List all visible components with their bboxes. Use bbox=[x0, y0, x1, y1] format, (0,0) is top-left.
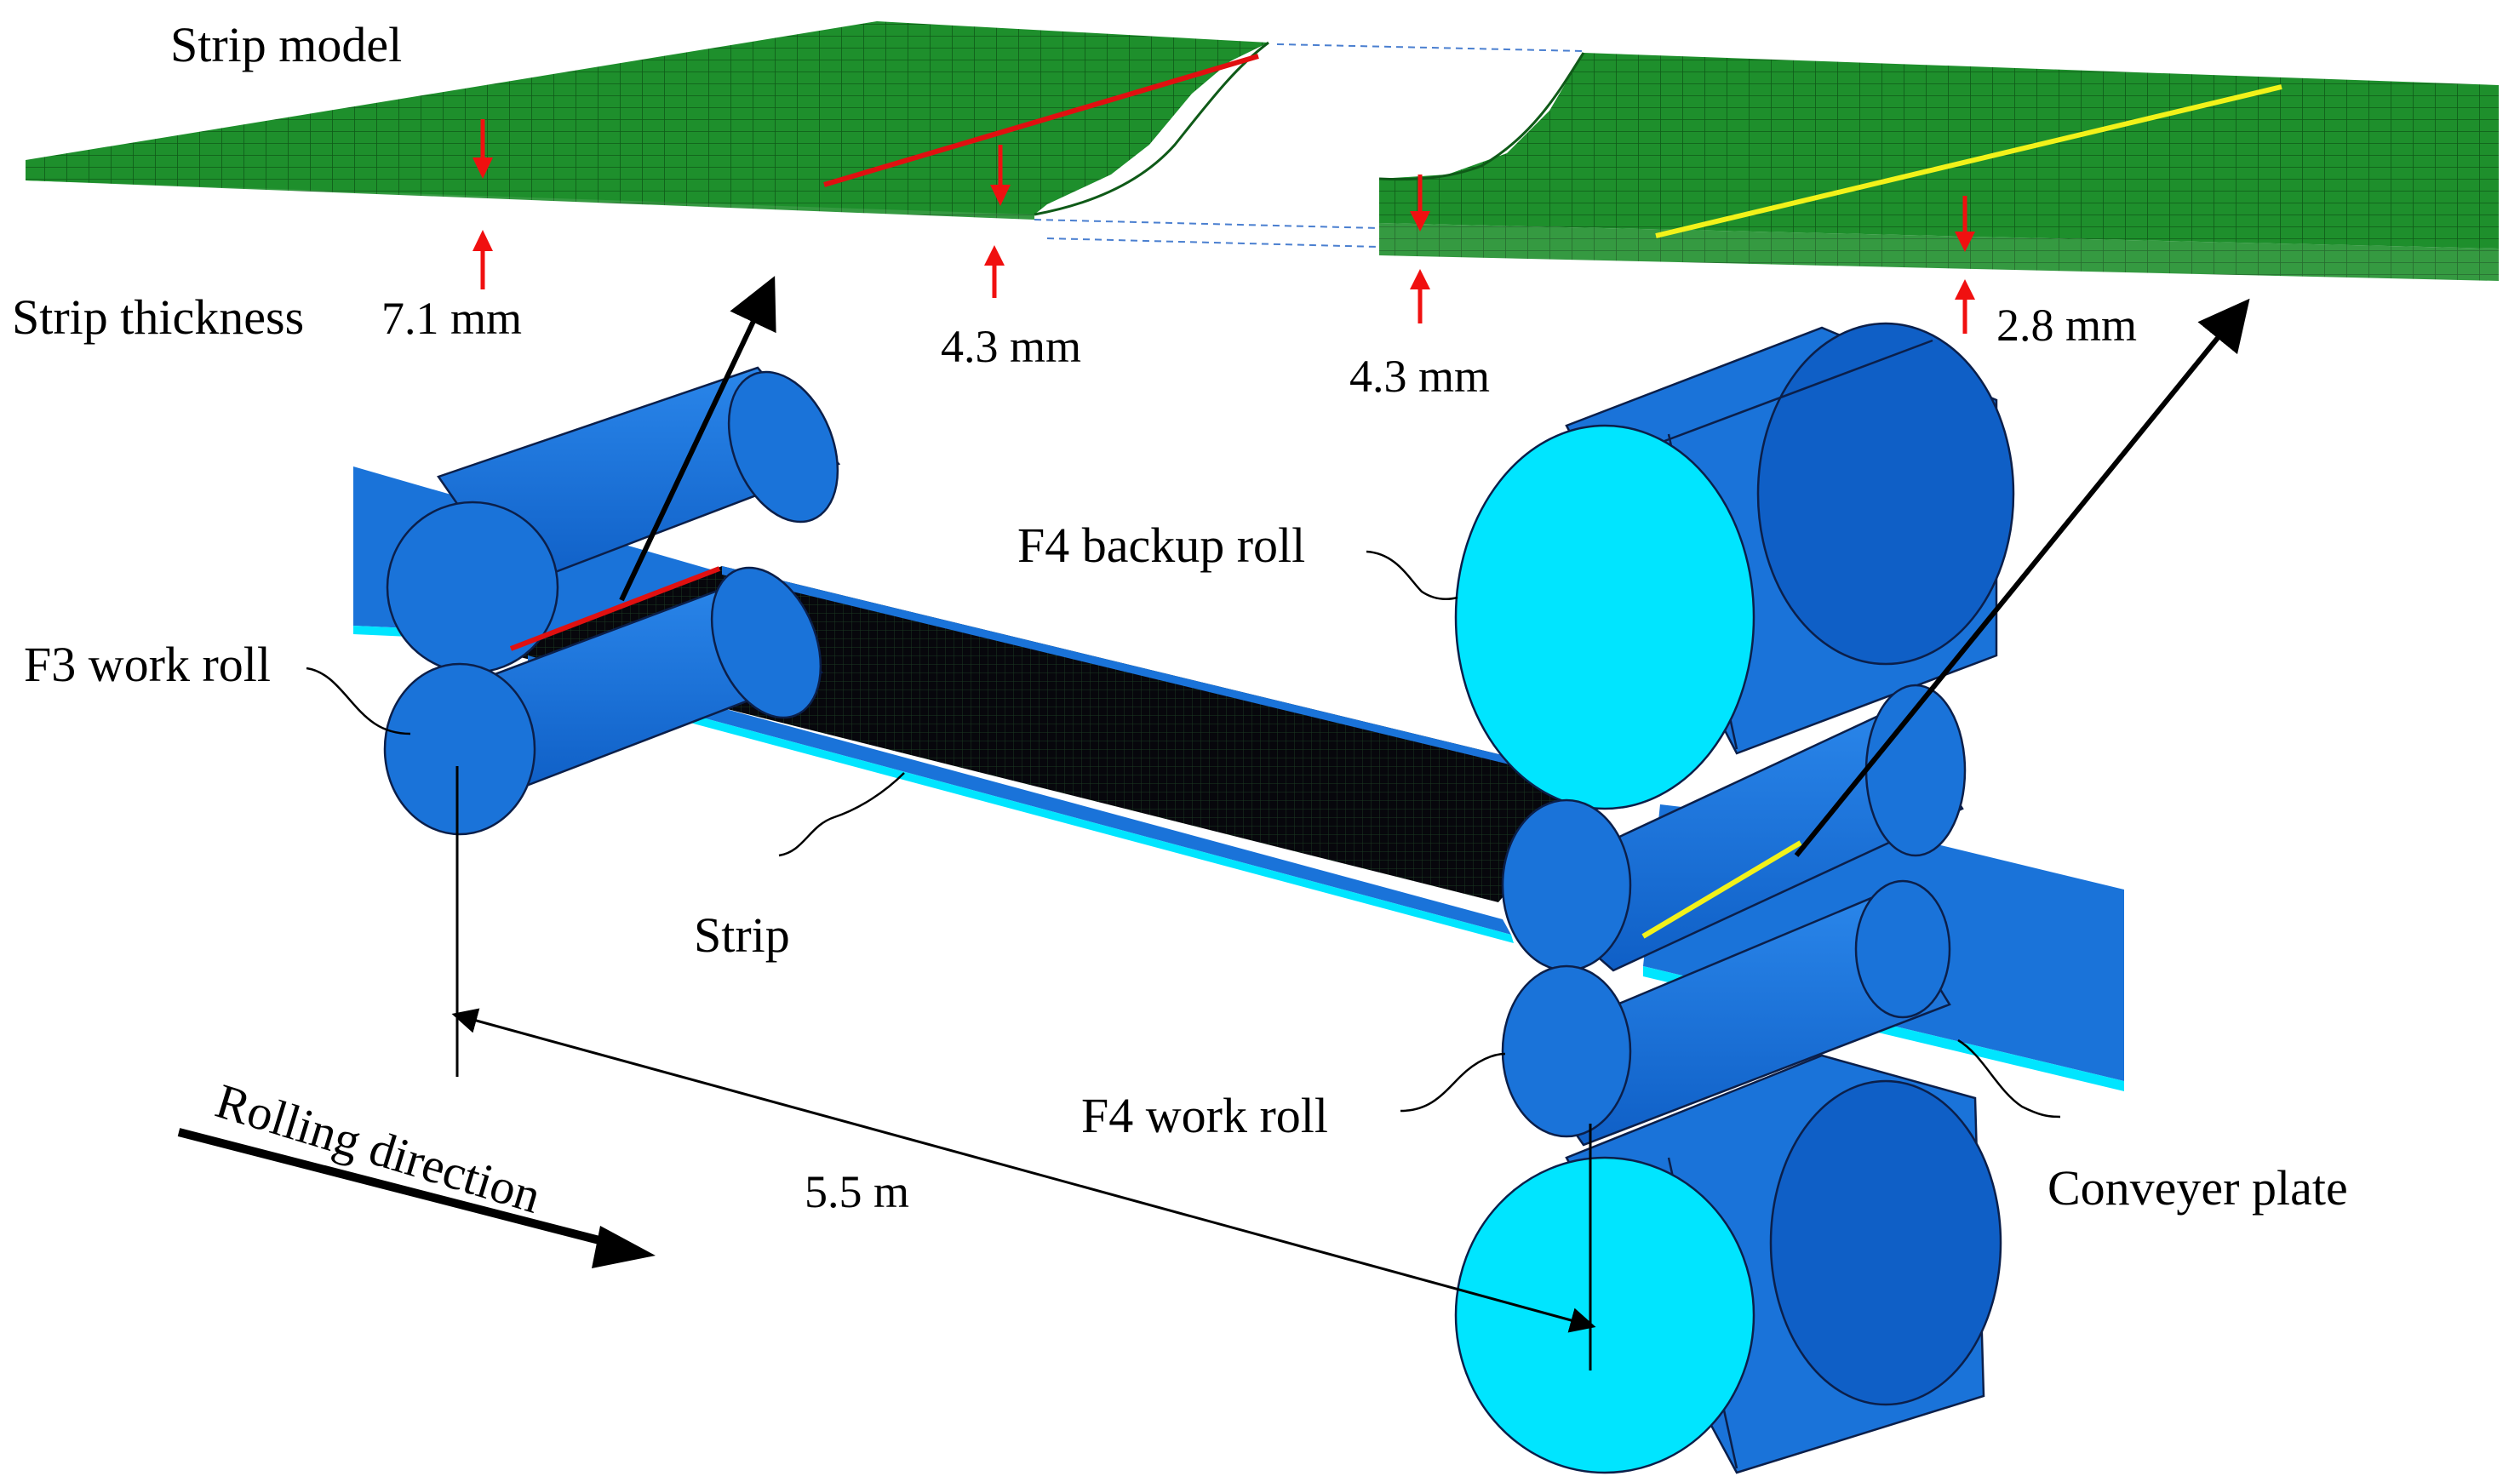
entry-section-marker bbox=[509, 566, 721, 651]
thickness-exit-value: 2.8 mm bbox=[1996, 300, 2137, 351]
strip-thickness-label: Strip thickness bbox=[12, 289, 304, 345]
rolling-direction-arrow bbox=[177, 1128, 627, 1251]
exit-section-line bbox=[1655, 84, 2282, 238]
f3-work-roll-label: F3 work roll bbox=[24, 637, 271, 692]
thickness-mid-right-value: 4.3 mm bbox=[1349, 351, 1490, 402]
exit-section-marker bbox=[1641, 840, 1802, 939]
thickness-entry-value: 7.1 mm bbox=[381, 293, 522, 344]
leader-f3-work-roll bbox=[306, 667, 411, 735]
f4-upper-work-roll bbox=[1501, 684, 1967, 972]
thickness-mid-left-value: 4.3 mm bbox=[941, 321, 1081, 372]
f4-lower-backup-roll bbox=[1454, 1054, 2002, 1474]
entry-section-line bbox=[823, 54, 1259, 187]
rolling-direction-arrowhead bbox=[592, 1226, 656, 1268]
strip-model-left bbox=[26, 21, 1269, 220]
f4-work-roll-label: F4 work roll bbox=[1081, 1088, 1328, 1143]
strip-body bbox=[507, 566, 1605, 943]
f3-lower-work-roll bbox=[383, 566, 824, 836]
conveyer-plate-label: Conveyer plate bbox=[2048, 1160, 2348, 1216]
leader-conveyer-plate bbox=[1957, 1039, 2061, 1119]
distance-dimension-line bbox=[451, 1008, 1596, 1333]
strip-model-gap bbox=[1034, 43, 1584, 248]
entry-pointer-arrow bbox=[619, 276, 776, 602]
distance-label: 5.5 m bbox=[805, 1166, 909, 1217]
leader-strip bbox=[778, 772, 905, 857]
leader-f4-backup-roll bbox=[1366, 550, 1458, 600]
leader-f4-work-roll bbox=[1400, 1052, 1506, 1113]
f4-backup-roll-label: F4 backup roll bbox=[1017, 518, 1305, 573]
f3-upper-work-roll bbox=[386, 366, 841, 674]
strip-label: Strip bbox=[694, 907, 790, 963]
strip-model-label: Strip model bbox=[170, 17, 402, 72]
f4-upper-backup-roll bbox=[1454, 322, 2015, 810]
thickness-arrows bbox=[472, 119, 1975, 334]
rolling-direction-label: Rolling direction bbox=[209, 1073, 547, 1224]
exit-pointer-arrow bbox=[1794, 298, 2250, 857]
